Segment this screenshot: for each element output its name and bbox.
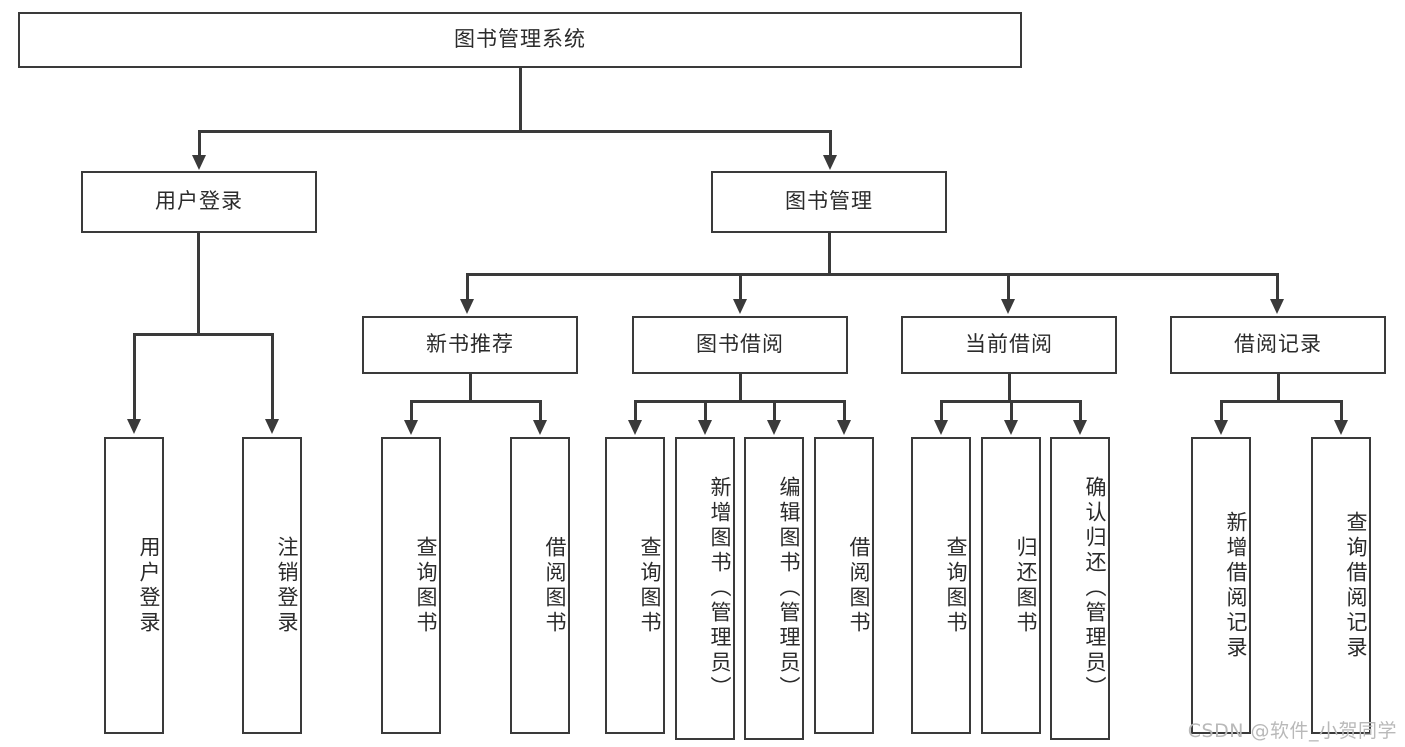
node-borrow-record-label: 借阅记录 bbox=[1234, 332, 1322, 357]
connector-new-book-bus bbox=[410, 400, 541, 403]
node-book-management-label: 图书管理 bbox=[785, 189, 873, 214]
leaf-user-login-label: 用户登录 bbox=[137, 535, 161, 636]
arrowhead-bm-to-current-borrow bbox=[1001, 299, 1015, 314]
connector-bb-to-leaf-2 bbox=[704, 400, 707, 422]
leaf-borrow-book-2-label: 借阅图书 bbox=[847, 535, 871, 636]
arrowhead-user-login-to-leaf-2 bbox=[265, 419, 279, 434]
leaf-edit-book-label: 编辑图书（管理员） bbox=[777, 476, 801, 701]
connector-bm-to-new-book bbox=[466, 273, 469, 301]
leaf-add-record-label: 新增借阅记录 bbox=[1224, 510, 1248, 661]
leaf-add-book-label: 新增图书（管理员） bbox=[708, 476, 732, 701]
leaf-add-book[interactable]: 新增图书（管理员） bbox=[675, 437, 735, 740]
arrowhead-new-book-to-leaf-1 bbox=[404, 420, 418, 435]
node-book-borrow-label: 图书借阅 bbox=[696, 332, 784, 357]
leaf-query-book-1-label: 查询图书 bbox=[414, 535, 438, 636]
leaf-return-book-label: 归还图书 bbox=[1014, 535, 1038, 636]
connector-cb-to-leaf-1 bbox=[940, 400, 943, 422]
node-user-login-label: 用户登录 bbox=[155, 189, 243, 214]
connector-bm-to-borrow-record bbox=[1276, 273, 1279, 301]
connector-cb-to-leaf-3 bbox=[1079, 400, 1082, 422]
leaf-query-book-3-label: 查询图书 bbox=[944, 535, 968, 636]
arrowhead-root-to-book-management bbox=[823, 155, 837, 170]
node-user-login[interactable]: 用户登录 bbox=[81, 171, 317, 233]
node-current-borrow[interactable]: 当前借阅 bbox=[901, 316, 1117, 374]
node-root-system-label: 图书管理系统 bbox=[454, 27, 586, 52]
connector-new-book-to-leaf-1 bbox=[410, 400, 413, 422]
node-current-borrow-label: 当前借阅 bbox=[965, 332, 1053, 357]
connector-book-borrow-stem bbox=[739, 374, 742, 400]
connector-br-to-leaf-1 bbox=[1220, 400, 1223, 422]
leaf-borrow-book-2[interactable]: 借阅图书 bbox=[814, 437, 874, 734]
leaf-user-login[interactable]: 用户登录 bbox=[104, 437, 164, 734]
node-book-management[interactable]: 图书管理 bbox=[711, 171, 947, 233]
arrowhead-cb-to-leaf-2 bbox=[1004, 420, 1018, 435]
leaf-return-book[interactable]: 归还图书 bbox=[981, 437, 1041, 734]
connector-root-to-user-login bbox=[198, 130, 201, 158]
connector-bm-to-current-borrow bbox=[1007, 273, 1010, 301]
arrowhead-bb-to-leaf-2 bbox=[698, 420, 712, 435]
connector-book-borrow-bus bbox=[634, 400, 845, 403]
connector-current-borrow-stem bbox=[1008, 374, 1011, 400]
node-book-borrow[interactable]: 图书借阅 bbox=[632, 316, 848, 374]
node-root-system[interactable]: 图书管理系统 bbox=[18, 12, 1022, 68]
connector-cb-to-leaf-2 bbox=[1010, 400, 1013, 422]
leaf-query-book-3[interactable]: 查询图书 bbox=[911, 437, 971, 734]
leaf-query-record-label: 查询借阅记录 bbox=[1344, 510, 1368, 661]
arrowhead-bm-to-borrow-record bbox=[1270, 299, 1284, 314]
arrowhead-bb-to-leaf-4 bbox=[837, 420, 851, 435]
arrowhead-new-book-to-leaf-2 bbox=[533, 420, 547, 435]
leaf-logout-login-label: 注销登录 bbox=[275, 535, 299, 636]
arrowhead-bb-to-leaf-1 bbox=[628, 420, 642, 435]
connector-new-book-to-leaf-2 bbox=[539, 400, 542, 422]
leaf-confirm-return[interactable]: 确认归还（管理员） bbox=[1050, 437, 1110, 740]
node-new-book-recommend[interactable]: 新书推荐 bbox=[362, 316, 578, 374]
connector-new-book-stem bbox=[469, 374, 472, 400]
connector-book-management-bus bbox=[466, 273, 1278, 276]
connector-borrow-record-stem bbox=[1277, 374, 1280, 400]
csdn-watermark: CSDN @软件_小贺同学 bbox=[1187, 720, 1397, 742]
leaf-query-book-1[interactable]: 查询图书 bbox=[381, 437, 441, 734]
connector-root-to-book-management bbox=[829, 130, 832, 158]
arrowhead-bm-to-new-book bbox=[460, 299, 474, 314]
connector-book-management-stem bbox=[828, 233, 831, 273]
arrowhead-bb-to-leaf-3 bbox=[767, 420, 781, 435]
leaf-query-record[interactable]: 查询借阅记录 bbox=[1311, 437, 1371, 734]
arrowhead-bm-to-book-borrow bbox=[733, 299, 747, 314]
connector-root-stem bbox=[519, 68, 522, 130]
leaf-query-book-2[interactable]: 查询图书 bbox=[605, 437, 665, 734]
arrowhead-user-login-to-leaf-1 bbox=[127, 419, 141, 434]
connector-bb-to-leaf-3 bbox=[773, 400, 776, 422]
connector-user-login-to-leaf-1 bbox=[133, 333, 136, 421]
arrowhead-cb-to-leaf-1 bbox=[934, 420, 948, 435]
arrowhead-root-to-user-login bbox=[192, 155, 206, 170]
connector-root-bus bbox=[198, 130, 832, 133]
leaf-query-book-2-label: 查询图书 bbox=[638, 535, 662, 636]
leaf-logout-login[interactable]: 注销登录 bbox=[242, 437, 302, 734]
connector-br-to-leaf-2 bbox=[1340, 400, 1343, 422]
arrowhead-cb-to-leaf-3 bbox=[1073, 420, 1087, 435]
arrowhead-br-to-leaf-2 bbox=[1334, 420, 1348, 435]
connector-bb-to-leaf-4 bbox=[843, 400, 846, 422]
connector-user-login-bus bbox=[133, 333, 273, 336]
leaf-edit-book[interactable]: 编辑图书（管理员） bbox=[744, 437, 804, 740]
connector-bm-to-book-borrow bbox=[739, 273, 742, 301]
node-new-book-recommend-label: 新书推荐 bbox=[426, 332, 514, 357]
leaf-borrow-book-1-label: 借阅图书 bbox=[543, 535, 567, 636]
arrowhead-br-to-leaf-1 bbox=[1214, 420, 1228, 435]
leaf-add-record[interactable]: 新增借阅记录 bbox=[1191, 437, 1251, 734]
connector-bb-to-leaf-1 bbox=[634, 400, 637, 422]
connector-borrow-record-bus bbox=[1220, 400, 1342, 403]
leaf-confirm-return-label: 确认归还（管理员） bbox=[1083, 476, 1107, 701]
connector-user-login-stem bbox=[197, 233, 200, 333]
connector-user-login-to-leaf-2 bbox=[271, 333, 274, 421]
leaf-borrow-book-1[interactable]: 借阅图书 bbox=[510, 437, 570, 734]
node-borrow-record[interactable]: 借阅记录 bbox=[1170, 316, 1386, 374]
